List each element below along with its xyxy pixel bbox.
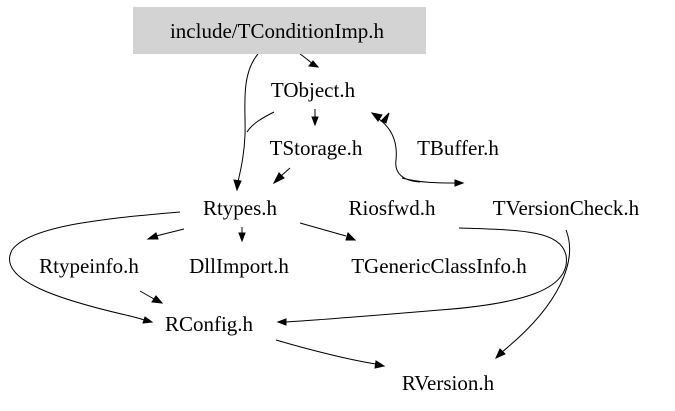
node-tbuffer[interactable]: TBuffer.h bbox=[417, 136, 499, 160]
node-riosfwd[interactable]: Riosfwd.h bbox=[349, 196, 436, 220]
edge-tversioncheck-to-rversion bbox=[501, 229, 570, 353]
node-tstorage[interactable]: TStorage.h bbox=[270, 136, 363, 160]
edge-tstorage-to-rtypes bbox=[280, 167, 291, 177]
edge-rtypes-to-rconfig bbox=[9, 211, 181, 321]
edge-rconfig-to-rversion bbox=[275, 339, 377, 365]
arrowhead-rconfig-to-rversion bbox=[374, 360, 386, 369]
arrowhead-tversioncheck-to-rversion bbox=[495, 348, 506, 359]
arrowhead-root-to-rtypes bbox=[233, 179, 242, 192]
edge-rtypes-to-rtypeinfo bbox=[155, 228, 185, 237]
node-tversioncheck[interactable]: TVersionCheck.h bbox=[493, 196, 640, 220]
graph-nodes: include/TConditionImp.h TObject.h TStora… bbox=[39, 7, 640, 395]
node-rconfig[interactable]: RConfig.h bbox=[165, 312, 254, 336]
arrowhead-tobject-to-tstorage bbox=[311, 116, 319, 127]
arrowhead-rtypes-to-tgenericclassinfo bbox=[345, 232, 357, 241]
edge-root-to-rtypes bbox=[237, 53, 259, 183]
arrowhead-root-to-tobject bbox=[308, 60, 320, 68]
node-root[interactable]: include/TConditionImp.h bbox=[133, 7, 426, 54]
node-rversion[interactable]: RVersion.h bbox=[402, 371, 495, 395]
arrowhead-tbuffer-to-tversioncheck bbox=[454, 179, 465, 187]
arrowhead-rtypeinfo-to-rconfig bbox=[151, 295, 164, 304]
arrowhead-tbuffer-to-tobject bbox=[370, 112, 383, 122]
arrowhead-rtypes-to-dllimport bbox=[238, 232, 246, 243]
edge-rtypeinfo-to-rconfig bbox=[139, 290, 155, 300]
node-tobject[interactable]: TObject.h bbox=[271, 78, 356, 102]
graph-edges bbox=[9, 53, 570, 369]
arrowhead-tobject-to-tbuffer bbox=[380, 112, 390, 124]
edge-tobject-tbuffer bbox=[375, 116, 421, 183]
node-dllimport[interactable]: DllImport.h bbox=[189, 254, 289, 278]
root-node-label: include/TConditionImp.h bbox=[170, 19, 385, 43]
edge-root-to-tobject bbox=[299, 53, 314, 65]
node-rtypes[interactable]: Rtypes.h bbox=[203, 196, 278, 220]
arrowhead-tstorage-to-rtypes bbox=[272, 172, 285, 185]
node-rtypeinfo[interactable]: Rtypeinfo.h bbox=[39, 254, 139, 278]
edge-tbuffer-to-tversioncheck bbox=[401, 177, 456, 184]
arrowhead-rtypes-to-rconfig bbox=[142, 316, 154, 324]
root-node-box bbox=[133, 7, 426, 54]
edge-tobject-to-rtypes bbox=[246, 111, 275, 133]
node-tgenericclassinfo[interactable]: TGenericClassInfo.h bbox=[351, 254, 527, 278]
arrowhead-rtypes-to-rtypeinfo bbox=[146, 232, 159, 240]
arrowhead-riosfwd-to-rconfig bbox=[276, 318, 287, 326]
edge-rtypes-to-tgenericclassinfo bbox=[299, 222, 347, 237]
edge-riosfwd-to-rconfig bbox=[285, 227, 567, 323]
